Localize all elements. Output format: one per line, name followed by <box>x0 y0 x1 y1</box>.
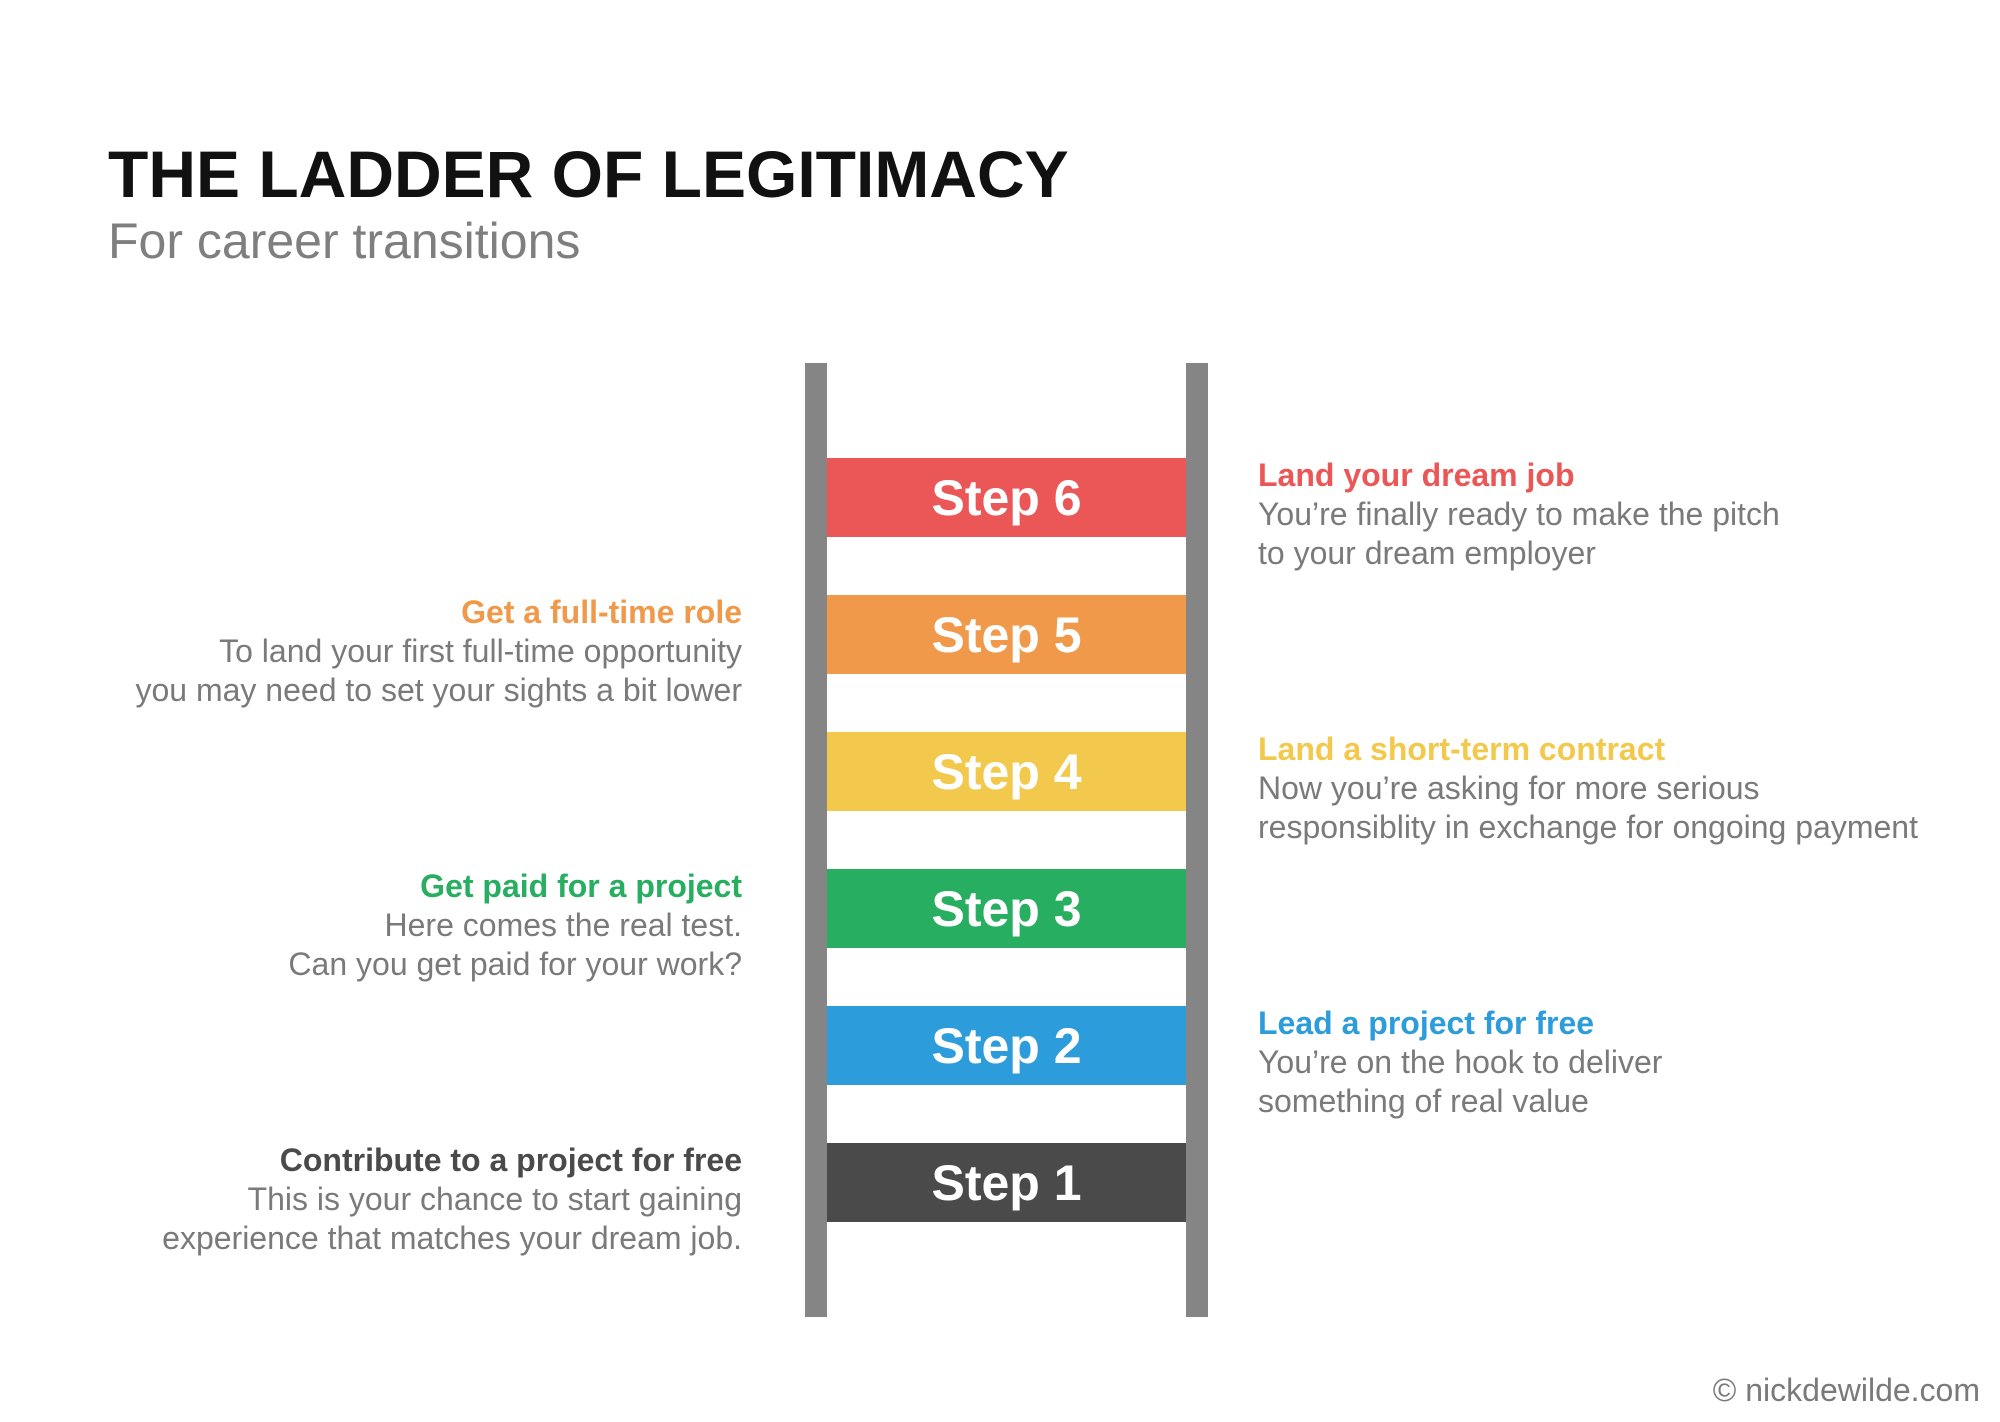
step-4-description: Land a short-term contract Now you’re as… <box>1258 730 1958 847</box>
step-5-line-2: you may need to set your sights a bit lo… <box>135 672 742 708</box>
step-3-rung: Step 3 <box>827 869 1186 948</box>
page-subtitle: For career transitions <box>108 213 581 269</box>
step-1-line-2: experience that matches your dream job. <box>162 1220 742 1256</box>
step-2-line-2: something of real value <box>1258 1083 1589 1119</box>
step-6-rung: Step 6 <box>827 458 1186 537</box>
step-1-line-1: This is your chance to start gaining <box>247 1181 742 1217</box>
step-5-label: Step 5 <box>931 606 1082 663</box>
step-2-rung: Step 2 <box>827 1006 1186 1085</box>
step-3-label: Step 3 <box>931 880 1082 937</box>
step-5-line-1: To land your first full-time opportunity <box>219 633 742 669</box>
step-4-line-2: responsiblity in exchange for ongoing pa… <box>1258 809 1918 845</box>
page-title: THE LADDER OF LEGITIMACY <box>108 137 1069 211</box>
step-2-heading: Lead a project for free <box>1258 1005 1595 1041</box>
ladder-right-rail <box>1186 363 1208 1317</box>
step-1-heading: Contribute to a project for free <box>279 1142 742 1178</box>
step-2-description: Lead a project for free You’re on the ho… <box>1258 1004 1958 1121</box>
step-2-line-1: You’re on the hook to deliver <box>1258 1044 1663 1080</box>
step-6-heading: Land your dream job <box>1258 457 1575 493</box>
step-3-description: Get paid for a project Here comes the re… <box>42 867 742 984</box>
step-5-description: Get a full-time role To land your first … <box>42 593 742 710</box>
step-4-heading: Land a short-term contract <box>1258 731 1666 767</box>
step-1-label: Step 1 <box>931 1154 1082 1211</box>
step-5-rung: Step 5 <box>827 595 1186 674</box>
step-6-line-1: You’re finally ready to make the pitch <box>1258 496 1780 532</box>
step-4-rung: Step 4 <box>827 732 1186 811</box>
step-4-line-1: Now you’re asking for more serious <box>1258 770 1760 806</box>
step-3-line-2: Can you get paid for your work? <box>288 946 742 982</box>
step-6-label: Step 6 <box>931 469 1082 526</box>
step-2-label: Step 2 <box>931 1017 1082 1074</box>
step-5-heading: Get a full-time role <box>461 594 742 630</box>
copyright-credit: © nickdewilde.com <box>1712 1372 1980 1408</box>
ladder-left-rail <box>805 363 827 1317</box>
step-3-line-1: Here comes the real test. <box>384 907 742 943</box>
step-6-description: Land your dream job You’re finally ready… <box>1258 456 1958 573</box>
step-4-label: Step 4 <box>931 743 1082 800</box>
step-6-line-2: to your dream employer <box>1258 535 1596 571</box>
step-1-rung: Step 1 <box>827 1143 1186 1222</box>
step-1-description: Contribute to a project for free This is… <box>42 1141 742 1258</box>
step-3-heading: Get paid for a project <box>420 868 742 904</box>
